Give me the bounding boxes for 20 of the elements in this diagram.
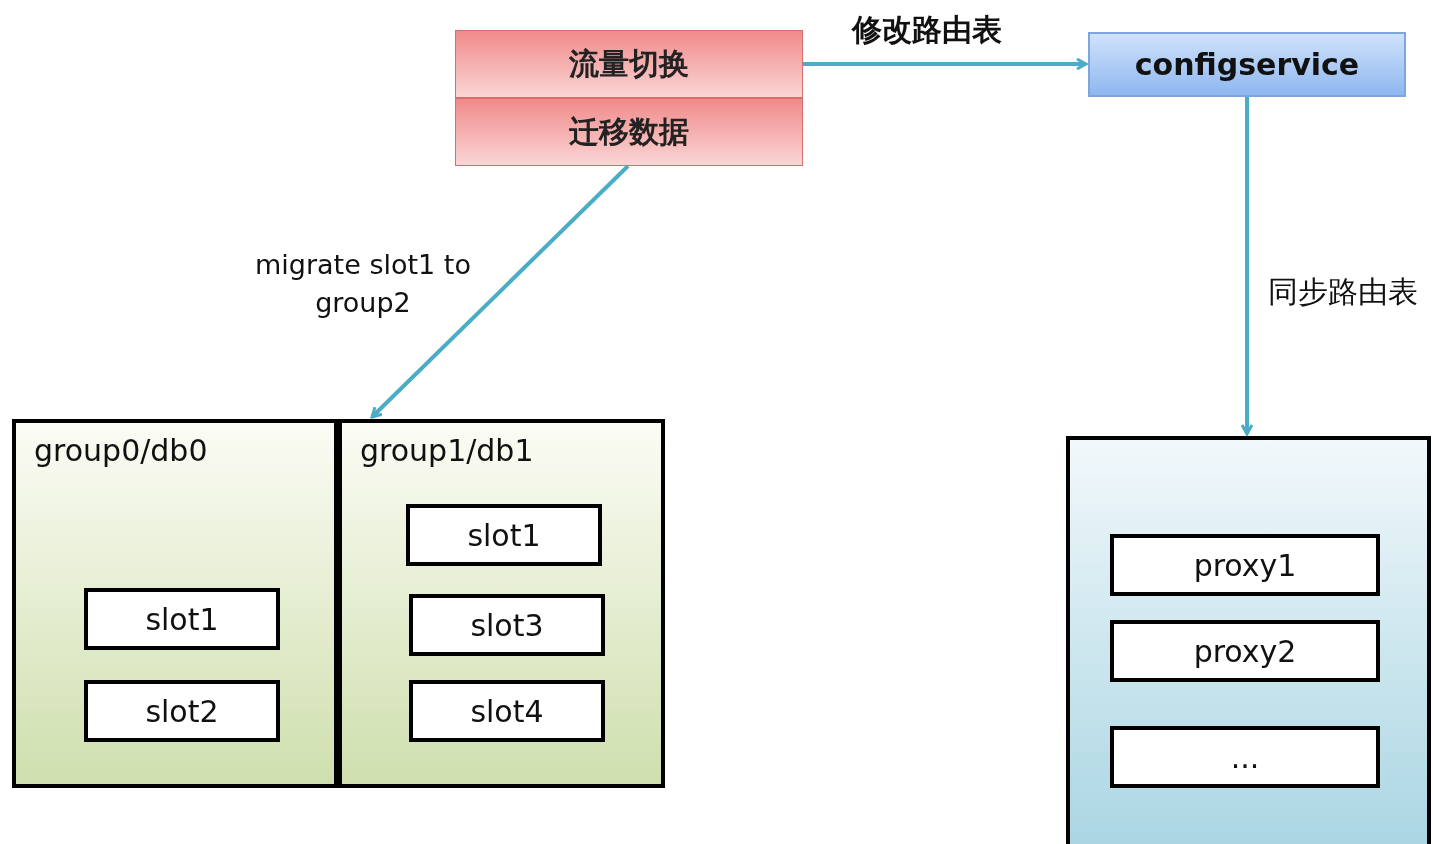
group-box (338, 419, 665, 788)
proxy-box: ... (1110, 726, 1380, 788)
arrow (803, 57, 1088, 71)
edge-label: migrate slot1 to group2 (254, 248, 472, 320)
slot-box: slot4 (409, 680, 605, 742)
slot-box: slot1 (84, 588, 280, 650)
arrow (1240, 97, 1254, 436)
proxy-box: proxy1 (1110, 534, 1380, 596)
slot-box: slot1 (406, 504, 602, 566)
process-box: 迁移数据 (455, 98, 803, 166)
service-box: configservice (1088, 32, 1406, 97)
proxy-group-box (1066, 436, 1431, 844)
arrow (370, 164, 630, 419)
group-title: group0/db0 (34, 433, 208, 468)
group-box (12, 419, 338, 788)
proxy-box: proxy2 (1110, 620, 1380, 682)
slot-box: slot3 (409, 594, 605, 656)
slot-box: slot2 (84, 680, 280, 742)
group-title: group1/db1 (360, 433, 534, 468)
process-box: 流量切换 (455, 30, 803, 98)
